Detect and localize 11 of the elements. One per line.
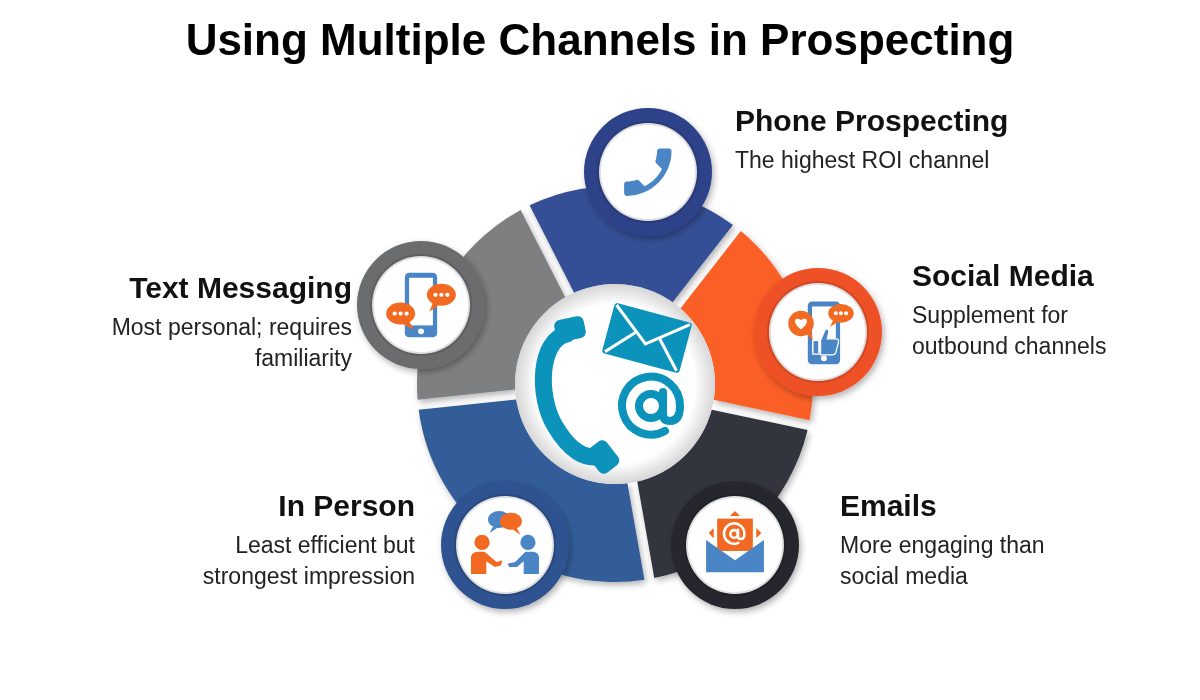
channel-description: Least efficient but strongest impression [202, 532, 415, 589]
channel-description: The highest ROI channel [735, 147, 990, 173]
channel-heading: Emails [840, 489, 937, 522]
channel-heading: In Person [278, 489, 415, 522]
page-title: Using Multiple Channels in Prospecting [185, 15, 1015, 64]
channel-description: Supplement for outbound channels [912, 302, 1107, 359]
channel-description: Most personal; requires familiarity [111, 314, 352, 371]
channel-heading: Social Media [912, 259, 1094, 292]
channel-description: More engaging than social media [840, 532, 1045, 589]
channel-heading: Phone Prospecting [735, 104, 1009, 137]
channel-heading: Text Messaging [129, 271, 352, 304]
